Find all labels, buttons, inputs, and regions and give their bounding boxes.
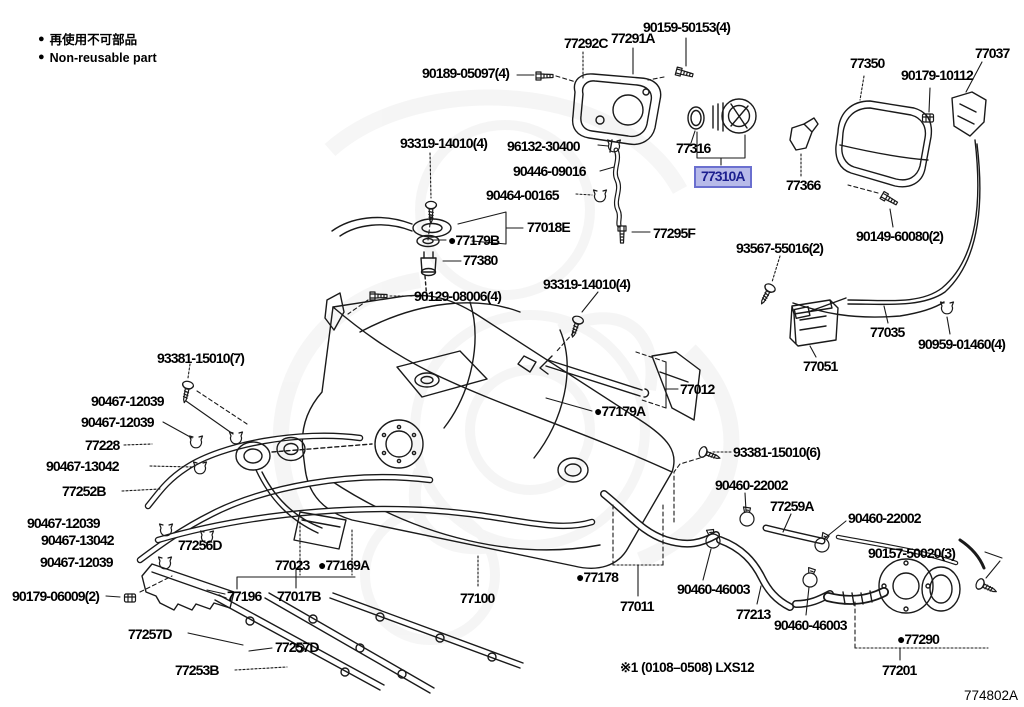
legend-text-en: Non-reusable part: [49, 51, 157, 66]
fuel-lid-drawing: [835, 100, 933, 188]
part-label-9044609016: 90446-09016: [513, 163, 587, 179]
part-label-77201: 77201: [882, 662, 917, 678]
part-label-77316: 77316: [676, 140, 711, 156]
part-label-9046713042: 90467-13042: [46, 458, 120, 474]
part-label-77179B: ●77179B: [448, 232, 500, 248]
protector-rails-drawing: [141, 563, 524, 694]
part-label-77366: 77366: [786, 177, 821, 193]
part-label-77295F: 77295F: [653, 225, 696, 241]
breather-hose-drawing: [612, 147, 622, 228]
part-label-77100: 77100: [460, 590, 495, 606]
part-label-77169A: ●77169A: [318, 557, 370, 573]
part-label-77257D: 77257D: [275, 639, 320, 655]
part-label-9613230400: 96132-30400: [507, 138, 581, 154]
legend: ● 再使用不可部品 ● Non-reusable part: [38, 31, 157, 67]
applicability-note: ※1 (0108–0508) LXS12: [620, 660, 755, 675]
part-label-90189050974: 90189-05097(4): [422, 65, 510, 81]
sender-unit-drawing: [235, 436, 373, 550]
part-label-9046022002: 90460-22002: [848, 510, 922, 526]
part-label-77292C: 77292C: [564, 35, 609, 51]
part-label-77023: 77023: [275, 557, 310, 573]
part-label-90157500203: 90157-50020(3): [868, 545, 956, 561]
part-label-90179060092: 90179-06009(2): [12, 588, 100, 604]
part-label-93319140104: 93319-14010(4): [400, 135, 488, 151]
legend-row-en: ● Non-reusable part: [38, 49, 157, 67]
part-label-77259A: 77259A: [770, 498, 815, 514]
lid-lock-cable-drawing: [789, 91, 987, 347]
part-label-9046712039: 90467-12039: [27, 515, 101, 531]
part-label-77196: 77196: [227, 588, 262, 604]
sensor-drawing: [789, 117, 819, 151]
watermark: [272, 89, 740, 645]
part-label-9046712039: 90467-12039: [40, 554, 114, 570]
part-label-77011: 77011: [620, 598, 655, 614]
part-label-9046046003: 90460-46003: [677, 581, 751, 597]
part-label-9017910112: 90179-10112: [901, 67, 974, 83]
part-label-77252B: 77252B: [62, 483, 107, 499]
part-label-77017B: 77017B: [277, 588, 322, 604]
part-label-77213: 77213: [736, 606, 771, 622]
leader-lines: [105, 37, 1003, 671]
part-label-90149600802: 90149-60080(2): [856, 228, 944, 244]
part-label-77291A: 77291A: [611, 30, 656, 46]
part-label-9046046003: 90460-46003: [774, 617, 848, 633]
part-label-9046712039: 90467-12039: [81, 414, 155, 430]
suction-tube-drawing: [331, 216, 452, 301]
part-label-93319140104: 93319-14010(4): [543, 276, 631, 292]
part-label-77350: 77350: [850, 55, 885, 71]
filler-hoses-drawing: [600, 490, 986, 614]
part-label-90159501534: 90159-50153(4): [643, 19, 731, 35]
legend-text-jp: 再使用不可部品: [49, 33, 138, 47]
part-label-77051: 77051: [803, 358, 838, 374]
part-label-77228: 77228: [85, 437, 120, 453]
part-label-93567550162: 93567-55016(2): [736, 240, 824, 256]
part-label-77012: 77012: [680, 381, 715, 397]
part-label-93381150106: 93381-15010(6): [733, 444, 821, 460]
diagram-code: 774802A: [963, 688, 1018, 703]
part-label-77035: 77035: [870, 324, 905, 340]
part-label-90959014604: 90959-01460(4): [918, 336, 1006, 352]
part-label-9046713042: 90467-13042: [41, 532, 115, 548]
legend-row-jp: ● 再使用不可部品: [38, 31, 157, 49]
part-label-77037: 77037: [975, 45, 1010, 61]
part-label-77018E: 77018E: [527, 219, 571, 235]
part-label-77257D: 77257D: [128, 626, 173, 642]
fuel-tank-drawing: [301, 292, 701, 569]
part-label-9046712039: 90467-12039: [91, 393, 165, 409]
fuel-cap-drawing: [687, 98, 757, 134]
part-label-77256D: 77256D: [178, 537, 223, 553]
part-label-77310A: 77310A: [694, 166, 752, 188]
part-label-90129080064: 90129-08006(4): [414, 288, 502, 304]
part-label-93381150107: 93381-15010(7): [157, 350, 245, 366]
part-label-9046022002: 90460-22002: [715, 477, 789, 493]
part-label-77290: ●77290: [897, 631, 940, 647]
part-label-77178: ●77178: [576, 569, 619, 585]
part-label-77253B: 77253B: [175, 662, 220, 678]
left-hoses-drawing: [136, 432, 596, 564]
part-label-77179A: ●77179A: [594, 403, 646, 419]
non-reusable-bullet-icon: ●: [38, 51, 45, 64]
part-label-9046400165: 90464-00165: [486, 187, 560, 203]
gauge-rod-drawing: [517, 355, 650, 398]
non-reusable-bullet-icon: ●: [38, 33, 45, 46]
part-label-77380: 77380: [463, 252, 498, 268]
breather-bracket-drawing: [571, 73, 662, 153]
